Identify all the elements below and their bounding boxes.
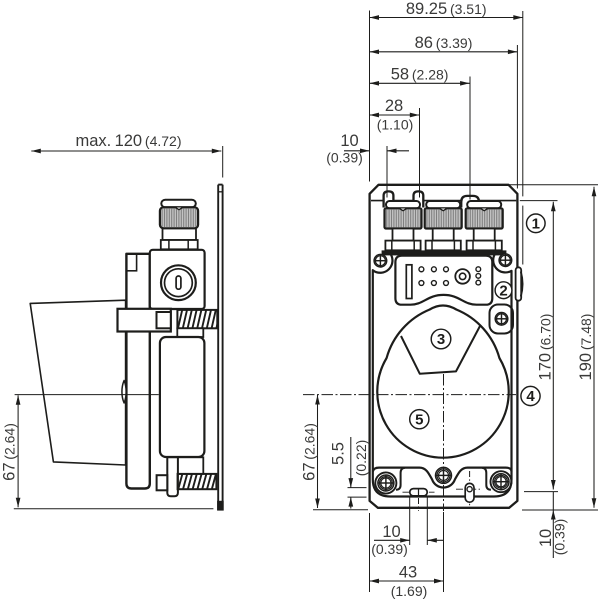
svg-text:10: 10 bbox=[382, 523, 400, 541]
svg-text:(0.39): (0.39) bbox=[326, 150, 363, 166]
svg-text:max. 120 (4.72): max. 120 (4.72) bbox=[76, 132, 182, 150]
svg-text:5: 5 bbox=[415, 411, 423, 428]
svg-text:67 (2.64): 67 (2.64) bbox=[301, 423, 319, 481]
svg-text:(1.69): (1.69) bbox=[391, 583, 428, 599]
svg-text:43: 43 bbox=[399, 564, 417, 582]
svg-text:(0.39): (0.39) bbox=[371, 541, 408, 557]
svg-text:28: 28 bbox=[385, 97, 403, 115]
svg-text:190 (7.48): 190 (7.48) bbox=[577, 314, 595, 381]
svg-text:86 (3.39): 86 (3.39) bbox=[415, 34, 473, 52]
svg-text:10: 10 bbox=[537, 529, 555, 547]
svg-text:170 (6.70): 170 (6.70) bbox=[537, 314, 555, 381]
svg-text:(0.22): (0.22) bbox=[353, 440, 369, 477]
svg-text:67 (2.64): 67 (2.64) bbox=[1, 423, 19, 481]
svg-text:3: 3 bbox=[437, 331, 445, 348]
svg-text:58 (2.28): 58 (2.28) bbox=[391, 65, 449, 83]
svg-text:4: 4 bbox=[526, 388, 535, 405]
svg-text:(0.39): (0.39) bbox=[552, 519, 568, 556]
svg-text:89.25 (3.51): 89.25 (3.51) bbox=[406, 0, 487, 18]
svg-text:10: 10 bbox=[340, 132, 358, 150]
svg-text:5.5: 5.5 bbox=[330, 442, 348, 465]
svg-text:(1.10): (1.10) bbox=[377, 117, 414, 133]
svg-text:2: 2 bbox=[499, 282, 507, 299]
svg-text:1: 1 bbox=[532, 216, 540, 233]
